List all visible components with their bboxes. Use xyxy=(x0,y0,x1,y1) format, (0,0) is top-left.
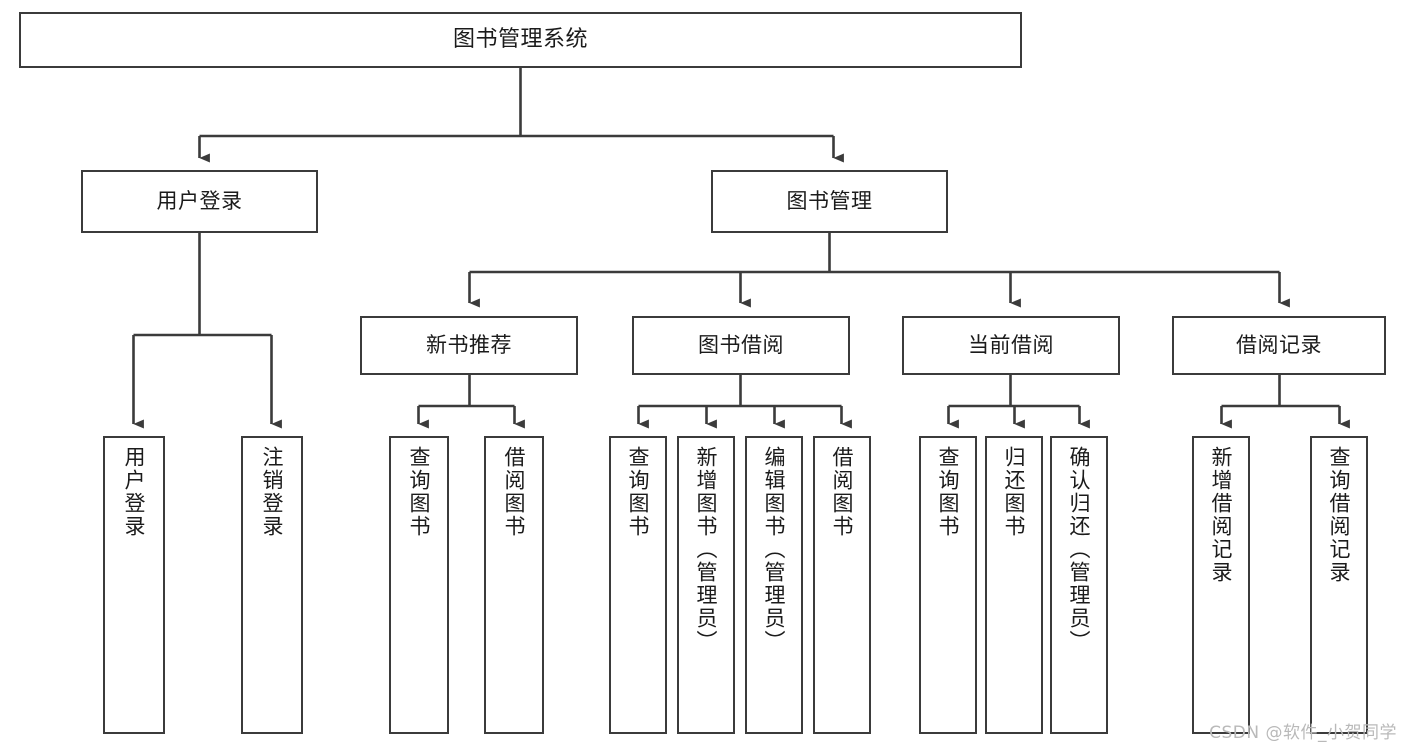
node-leaf-borrow-book-2-label: 借阅图书 xyxy=(830,446,855,538)
node-leaf-add-record-label: 新增借阅记录 xyxy=(1209,446,1234,584)
node-leaf-user-login[interactable]: 用户登录 xyxy=(103,436,165,734)
node-leaf-query-book-3-label: 查询图书 xyxy=(936,446,961,538)
node-leaf-query-book-2[interactable]: 查询图书 xyxy=(609,436,667,734)
node-leaf-query-book-1-label: 查询图书 xyxy=(407,446,432,538)
node-current-borrow[interactable]: 当前借阅 xyxy=(902,316,1120,375)
node-leaf-query-book-3[interactable]: 查询图书 xyxy=(919,436,977,734)
node-leaf-confirm-return[interactable]: 确认归还（管理员） xyxy=(1050,436,1108,734)
node-book-borrow[interactable]: 图书借阅 xyxy=(632,316,850,375)
node-leaf-return-book[interactable]: 归还图书 xyxy=(985,436,1043,734)
node-book-borrow-label: 图书借阅 xyxy=(698,332,784,357)
node-leaf-add-book[interactable]: 新增图书（管理员） xyxy=(677,436,735,734)
node-new-book-rec-label: 新书推荐 xyxy=(426,332,512,357)
node-leaf-borrow-book-1-label: 借阅图书 xyxy=(502,446,527,538)
node-book-manage-label: 图书管理 xyxy=(786,188,873,213)
watermark-text: CSDN @软件_小贺同学 xyxy=(1209,723,1397,743)
node-current-borrow-label: 当前借阅 xyxy=(968,332,1054,357)
node-user-login-label: 用户登录 xyxy=(156,188,243,213)
node-leaf-confirm-return-label: 确认归还（管理员） xyxy=(1067,446,1092,653)
node-leaf-borrow-book-2[interactable]: 借阅图书 xyxy=(813,436,871,734)
node-leaf-logout-label: 注销登录 xyxy=(260,446,285,538)
node-leaf-logout[interactable]: 注销登录 xyxy=(241,436,303,734)
node-leaf-query-book-2-label: 查询图书 xyxy=(626,446,651,538)
node-leaf-add-record[interactable]: 新增借阅记录 xyxy=(1192,436,1250,734)
node-root-label: 图书管理系统 xyxy=(452,26,588,52)
node-borrow-record-label: 借阅记录 xyxy=(1236,332,1322,357)
node-leaf-user-login-label: 用户登录 xyxy=(122,446,147,538)
node-new-book-rec[interactable]: 新书推荐 xyxy=(360,316,578,375)
node-root[interactable]: 图书管理系统 xyxy=(19,12,1022,68)
node-leaf-borrow-book-1[interactable]: 借阅图书 xyxy=(484,436,544,734)
node-leaf-query-book-1[interactable]: 查询图书 xyxy=(389,436,449,734)
node-leaf-add-book-label: 新增图书（管理员） xyxy=(694,446,719,653)
node-book-manage[interactable]: 图书管理 xyxy=(711,170,948,233)
node-user-login[interactable]: 用户登录 xyxy=(81,170,318,233)
node-borrow-record[interactable]: 借阅记录 xyxy=(1172,316,1386,375)
node-leaf-query-record[interactable]: 查询借阅记录 xyxy=(1310,436,1368,734)
node-leaf-return-book-label: 归还图书 xyxy=(1002,446,1027,538)
node-leaf-edit-book[interactable]: 编辑图书（管理员） xyxy=(745,436,803,734)
node-leaf-query-record-label: 查询借阅记录 xyxy=(1327,446,1352,584)
node-leaf-edit-book-label: 编辑图书（管理员） xyxy=(762,446,787,653)
